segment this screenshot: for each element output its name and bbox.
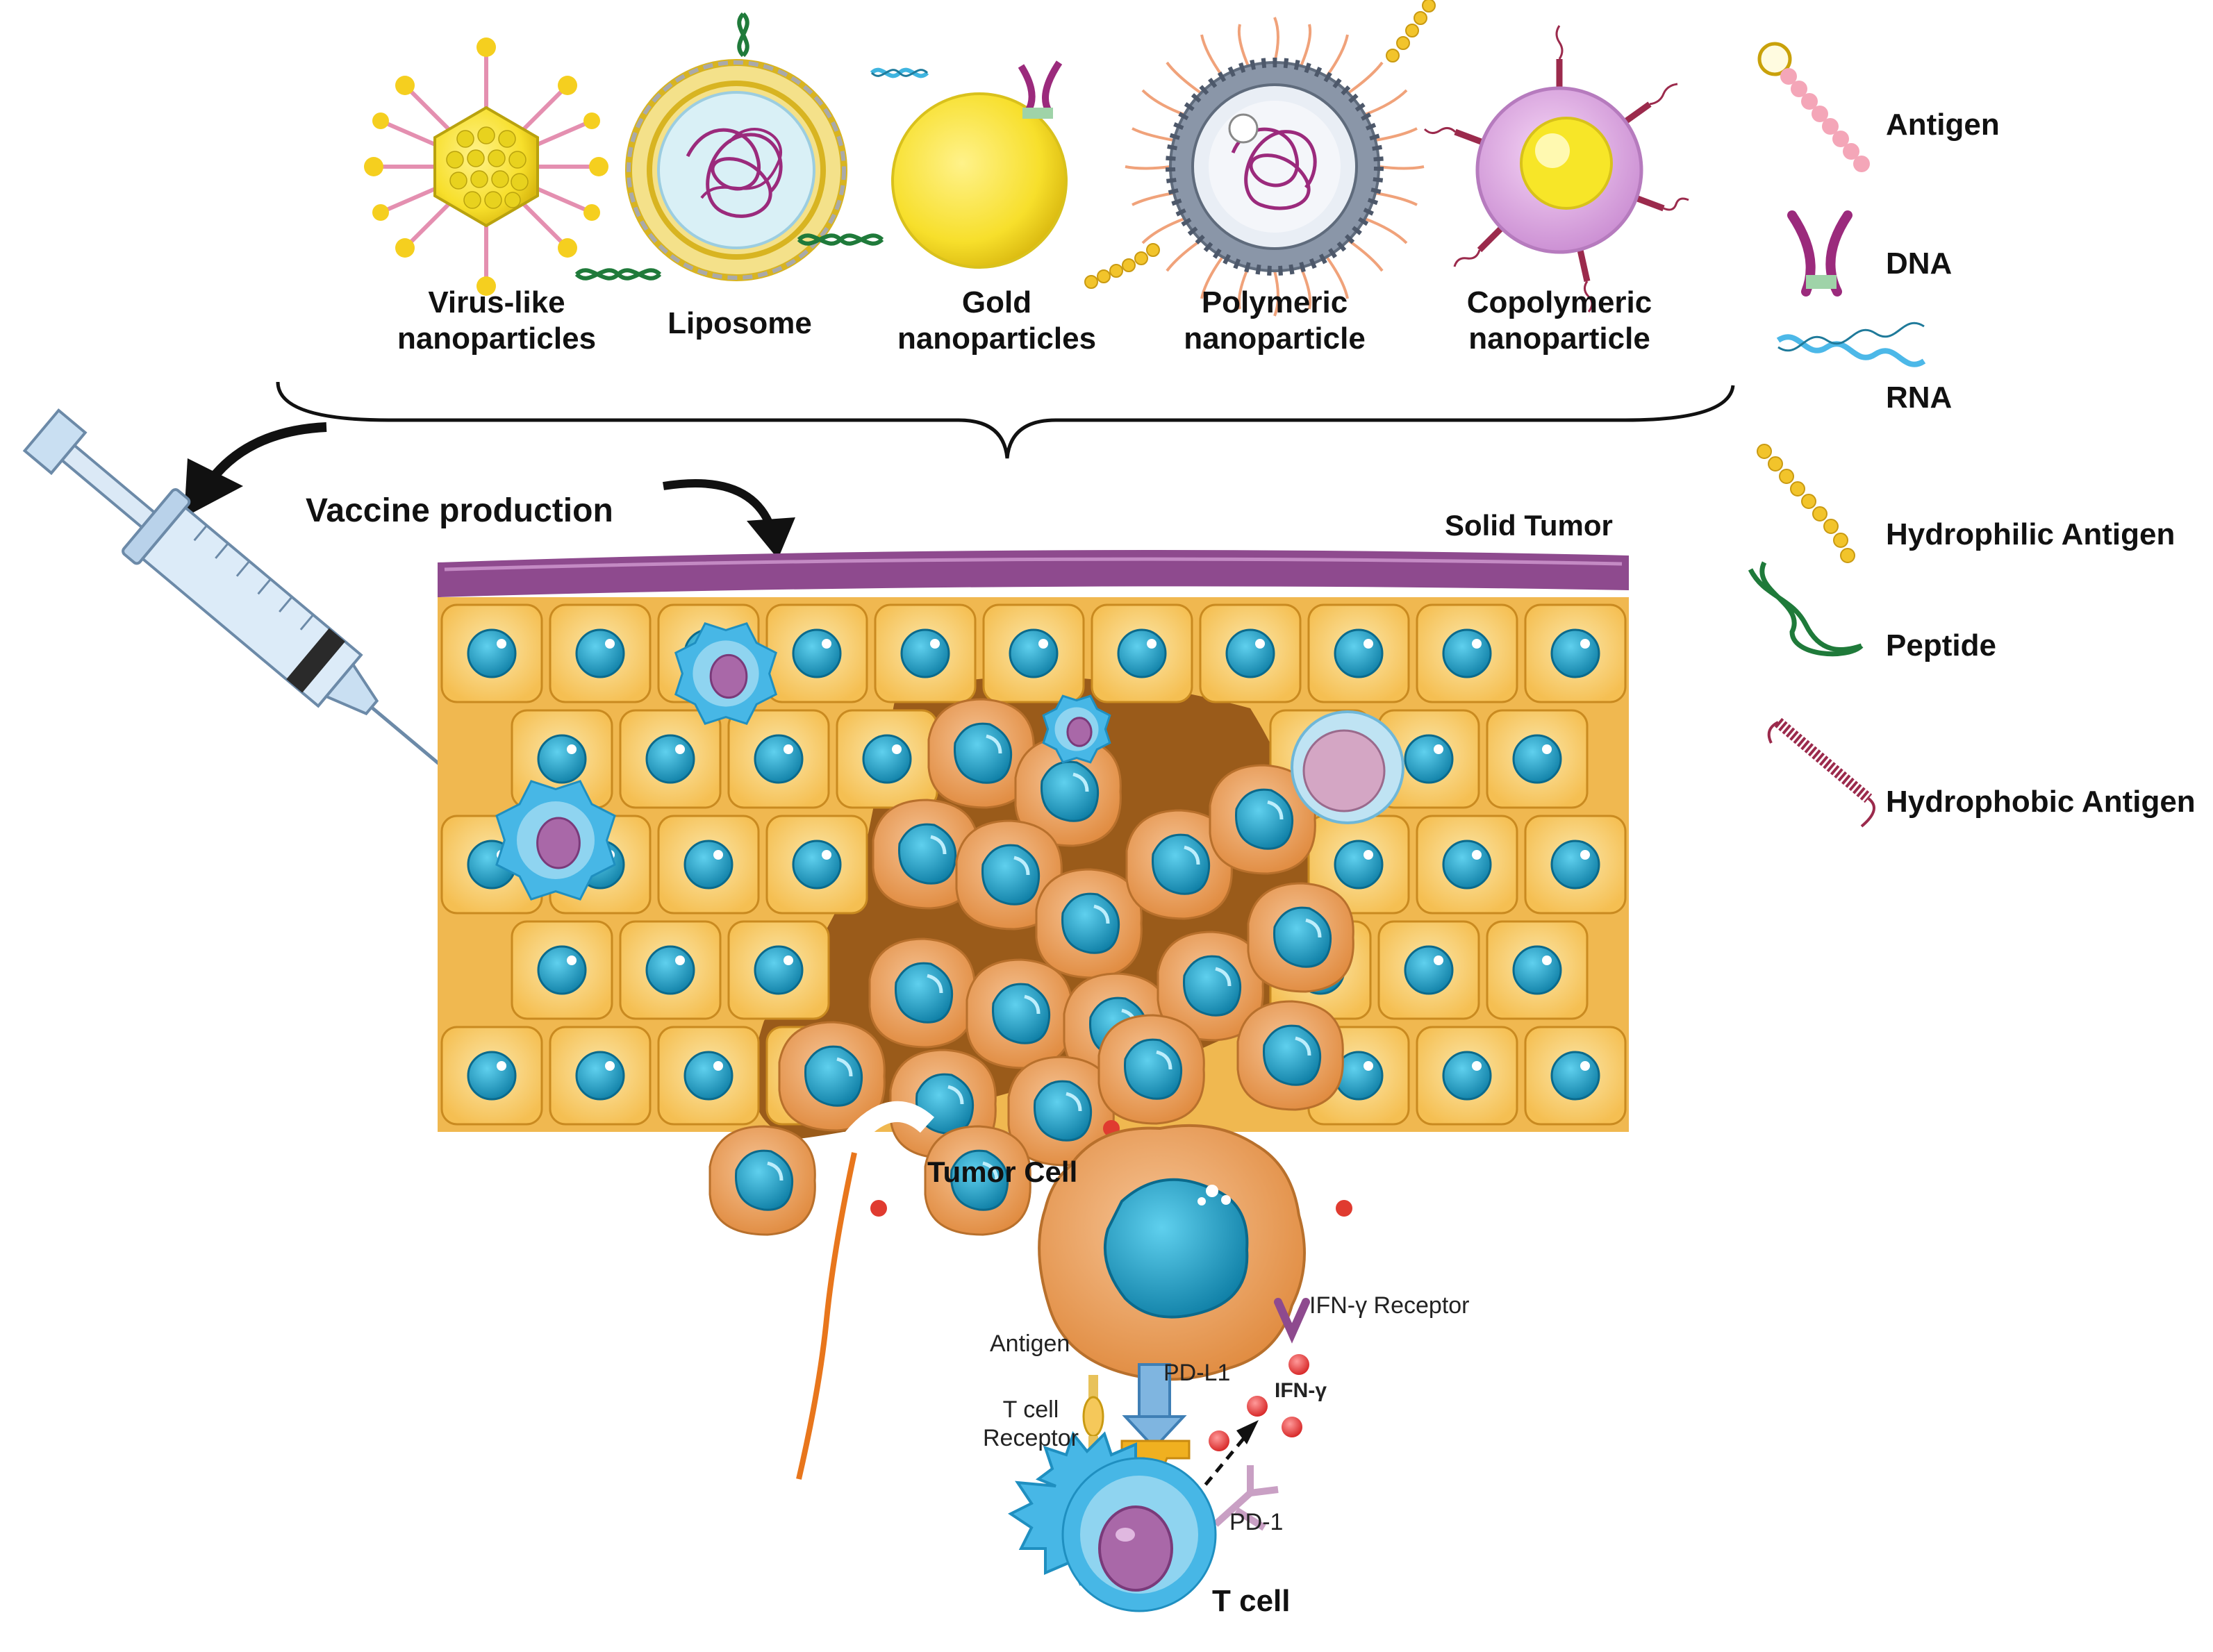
- tumor-cell: [965, 958, 1073, 1069]
- normal-cell: [1416, 603, 1518, 703]
- normal-cell: [657, 815, 760, 915]
- normal-cell: [1091, 603, 1193, 703]
- legend-label-hydrophilic: Hydrophilic Antigen: [1886, 517, 2175, 551]
- ifn-gamma-molecules: [1209, 1354, 1309, 1451]
- tumor-cell: [1007, 1056, 1115, 1167]
- np-label-liposome: Liposome: [668, 306, 812, 340]
- antigen-label: Antigen: [990, 1330, 1070, 1357]
- normal-cell: [1524, 1026, 1627, 1126]
- ifn-receptor-icon: [1274, 1298, 1310, 1344]
- pd-1-label: PD-1: [1229, 1509, 1284, 1535]
- normal-cell: [619, 920, 722, 1020]
- normal-cell: [765, 815, 868, 915]
- normal-cell: [619, 709, 722, 809]
- escaped-tumor-cells: [796, 1101, 1352, 1480]
- copolymeric-nanoparticle-icon: [1423, 25, 1689, 312]
- tumor-cell: [1014, 736, 1122, 847]
- legend-label-antigen: Antigen: [1886, 108, 2000, 142]
- normal-cell: [1416, 815, 1518, 915]
- liposome-icon: [574, 12, 884, 281]
- tumor-cell: [872, 799, 979, 910]
- legend-rna-icon: [1776, 322, 1926, 367]
- pd-l1-label: PD-L1: [1163, 1360, 1231, 1386]
- tumor-cell: [924, 1125, 1031, 1236]
- macrophage-cell: [1291, 710, 1404, 824]
- normal-cell: [1486, 709, 1589, 809]
- tumor-cell: [1236, 1000, 1344, 1111]
- tumor-cell: [1209, 764, 1316, 875]
- normal-cell: [1524, 815, 1627, 915]
- normal-cell: [1377, 709, 1480, 809]
- t-cell-label: T cell: [1212, 1584, 1291, 1618]
- legend-peptide-icon: [1748, 561, 1864, 657]
- normal-cell: [765, 603, 868, 703]
- ifn-gamma-label: IFN-γ: [1275, 1379, 1327, 1402]
- grouping-brace: [276, 381, 1735, 459]
- solid-tumor-label: Solid Tumor: [1445, 509, 1613, 542]
- normal-cell: [511, 920, 613, 1020]
- pd-l1-arrow: [1122, 1363, 1187, 1450]
- legend-dna-icon: [1787, 210, 1853, 297]
- normal-cell: [549, 1026, 652, 1126]
- tumor-cell-label: Tumor Cell: [927, 1155, 1078, 1188]
- normal-cell: [657, 1026, 760, 1126]
- pd-1-receptor-icon: [1213, 1465, 1279, 1531]
- legend-label-dna: DNA: [1886, 247, 1953, 281]
- tumor-cell: [927, 698, 1035, 809]
- normal-cell: [1199, 603, 1302, 703]
- syringe-icon: [22, 408, 469, 790]
- legend-label-peptide: Peptide: [1886, 628, 1996, 662]
- tumor-cell: [1035, 868, 1143, 979]
- normal-cell: [1307, 815, 1410, 915]
- immune-cell: [1042, 694, 1111, 764]
- tumor-cell: [778, 1021, 886, 1132]
- normal-cell: [549, 603, 652, 703]
- normal-cell: [982, 603, 1085, 703]
- arrow-to-syringe: [184, 422, 327, 517]
- normal-cell: [1524, 603, 1627, 703]
- tumor-cell: [1097, 1014, 1205, 1125]
- large-tumor-cell: [1038, 1124, 1306, 1381]
- tumor-cell: [955, 819, 1063, 931]
- legend-label-hydrophobic: Hydrophobic Antigen: [1886, 785, 2196, 819]
- normal-cell: [727, 920, 830, 1020]
- normal-cell: [1416, 1026, 1518, 1126]
- gold-nanoparticle-icon: [870, 60, 1068, 269]
- normal-cell: [874, 603, 977, 703]
- t-cell: [1008, 1430, 1217, 1612]
- legend-antigen-icon: [1757, 42, 1870, 172]
- tumor-cell: [1247, 882, 1354, 993]
- immune-cell: [674, 621, 778, 726]
- tumor-cell: [708, 1125, 816, 1236]
- normal-cell: [440, 1026, 543, 1126]
- legend-hydrophobic-antigen-icon: [1767, 717, 1875, 828]
- immune-cell: [495, 780, 616, 901]
- normal-cell: [727, 709, 830, 809]
- vaccine-production-label: Vaccine production: [306, 492, 613, 529]
- normal-cell: [1307, 603, 1410, 703]
- ifn-receptor-label: IFN-γ Receptor: [1309, 1292, 1470, 1319]
- arrow-to-tumor: [663, 479, 795, 559]
- legend-label-rna: RNA: [1886, 381, 1953, 415]
- tumor-membrane: [438, 550, 1629, 597]
- normal-cell: [1486, 920, 1589, 1020]
- normal-cell: [1377, 920, 1480, 1020]
- polymeric-nanoparticle-icon: [1084, 0, 1436, 317]
- virus-like-nanoparticle-icon: [364, 37, 608, 296]
- tumor-cell: [868, 937, 976, 1049]
- normal-cell: [440, 603, 543, 703]
- legend-hydrophilic-antigen-icon: [1757, 444, 1855, 563]
- tumor-cell: [1157, 931, 1264, 1042]
- tumor-tissue: [438, 550, 1629, 1236]
- normal-cell: [836, 709, 938, 809]
